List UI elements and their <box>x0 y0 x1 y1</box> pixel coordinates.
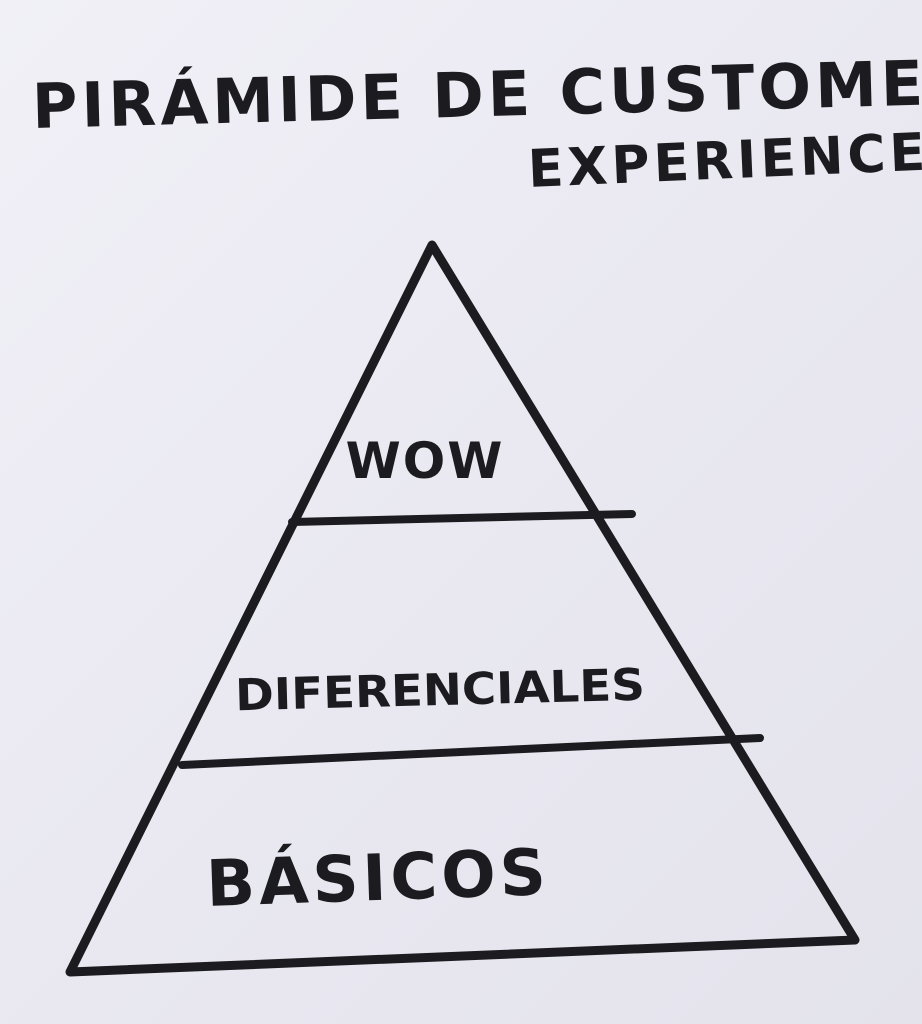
pyramid-outline <box>65 240 860 977</box>
tier-label-basicos: BÁSICOS <box>205 834 551 922</box>
tier-label-diferenciales: DIFERENCIALES <box>234 660 645 722</box>
tier-divider-bottom <box>178 734 764 769</box>
tier-divider-top <box>288 510 636 526</box>
tier-label-wow: WOW <box>346 432 505 490</box>
